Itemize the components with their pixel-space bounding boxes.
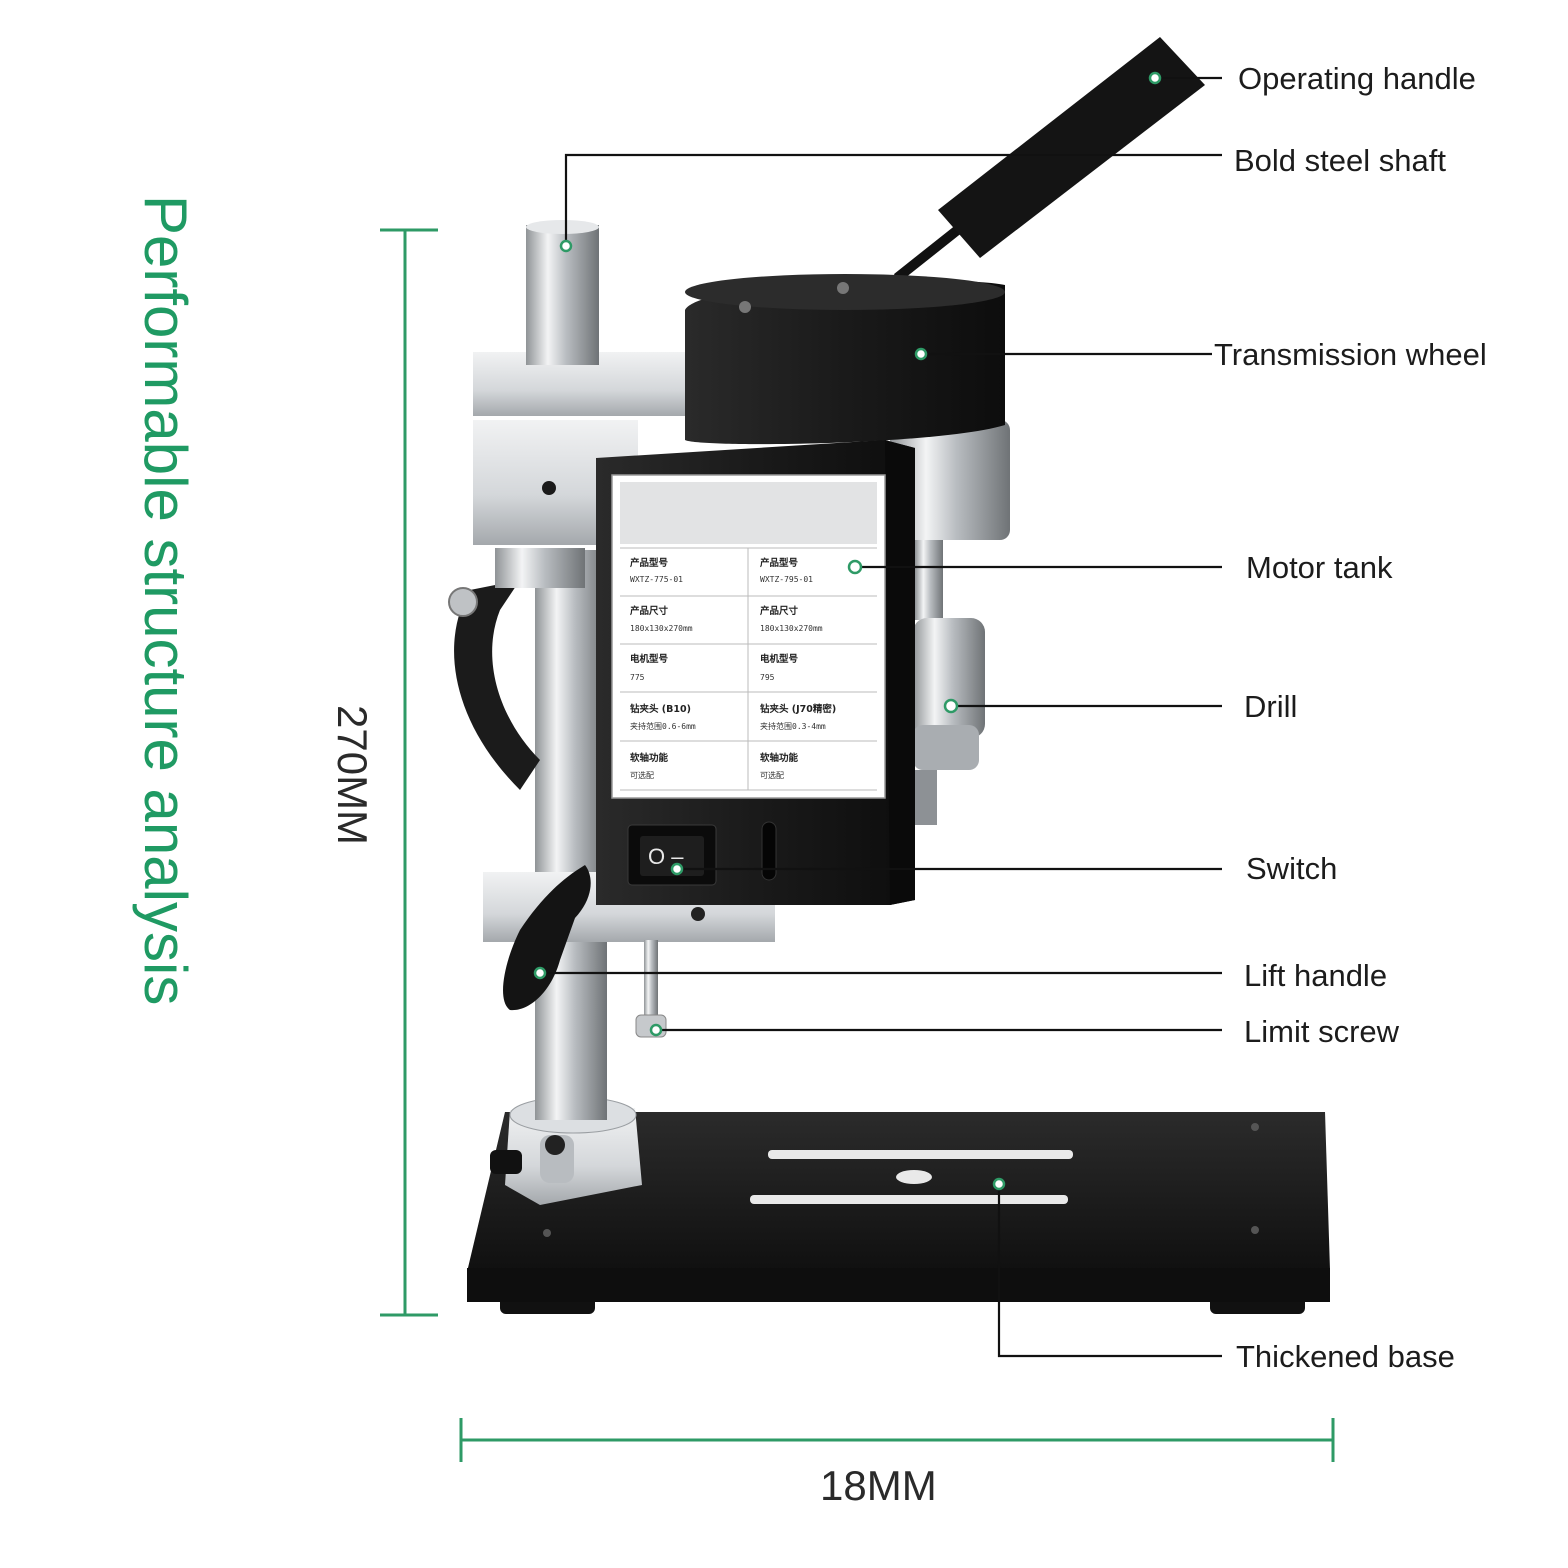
- motor-tank-body: [596, 440, 915, 905]
- lift-handle: [503, 865, 591, 1011]
- plate-cell: 可选配: [630, 770, 654, 780]
- plate-cell: 夹持范围0.3-4mm: [760, 721, 826, 731]
- bold-steel-shaft: [526, 220, 599, 365]
- page-title: Performable structure analysis: [132, 195, 199, 1005]
- plate-cell: 电机型号: [630, 653, 669, 665]
- plate-cell: 产品型号: [630, 557, 669, 569]
- plate-cell: 可选配: [760, 770, 784, 780]
- label-lift-handle: Lift handle: [1244, 958, 1387, 993]
- plate-cell: 软轴功能: [760, 752, 799, 764]
- plate-cell: 795: [760, 673, 775, 682]
- plate-cell: 钻夹头 (J70精密): [760, 703, 836, 715]
- label-bold-steel-shaft: Bold steel shaft: [1234, 143, 1446, 178]
- height-dimension: [380, 228, 438, 1317]
- plate-cell: 775: [630, 673, 645, 682]
- label-transmission-wheel: Transmission wheel: [1214, 337, 1487, 372]
- drill-chuck: [913, 540, 985, 825]
- base-plate: [467, 1112, 1330, 1314]
- plate-cell: 夹持范围0.6-6mm: [630, 721, 696, 731]
- label-drill: Drill: [1244, 689, 1297, 724]
- plate-cell: 产品尺寸: [630, 605, 669, 617]
- plate-cell: 180x130x270mm: [630, 624, 693, 633]
- marker-dots: [533, 71, 1162, 1191]
- height-label: 270MM: [329, 705, 376, 845]
- width-dimension: [459, 1418, 1335, 1462]
- limit-screw: [635, 940, 667, 1038]
- leader-lines: [540, 76, 1222, 1358]
- plate-cell: 产品型号: [760, 557, 799, 569]
- plate-cell: 电机型号: [760, 653, 799, 665]
- feed-arm: [454, 580, 540, 790]
- operating-handle: [893, 37, 1205, 282]
- label-thickened-base: Thickened base: [1236, 1339, 1455, 1374]
- main-column: [535, 550, 607, 1120]
- plate-cell: 软轴功能: [630, 752, 669, 764]
- drill-press-illustration: [448, 37, 1330, 1314]
- plate-cell: 180x130x270mm: [760, 624, 823, 633]
- label-operating-handle: Operating handle: [1238, 61, 1476, 96]
- plate-cell: 钻夹头 (B10): [630, 703, 691, 715]
- label-switch: Switch: [1246, 851, 1337, 886]
- head-block: [473, 352, 703, 588]
- spec-plate-table: [620, 547, 877, 791]
- label-limit-screw: Limit screw: [1244, 1014, 1400, 1049]
- plate-cell: 产品尺寸: [760, 605, 799, 617]
- label-motor-tank: Motor tank: [1246, 550, 1393, 585]
- spec-plate-text: 产品型号 WXTZ-775-01 产品型号 WXTZ-795-01 产品尺寸 1…: [630, 557, 836, 780]
- plate-cell: WXTZ-775-01: [630, 575, 683, 584]
- plate-cell: WXTZ-795-01: [760, 575, 813, 584]
- transmission-wheel: [685, 274, 1005, 445]
- width-label: 18MM: [820, 1462, 937, 1509]
